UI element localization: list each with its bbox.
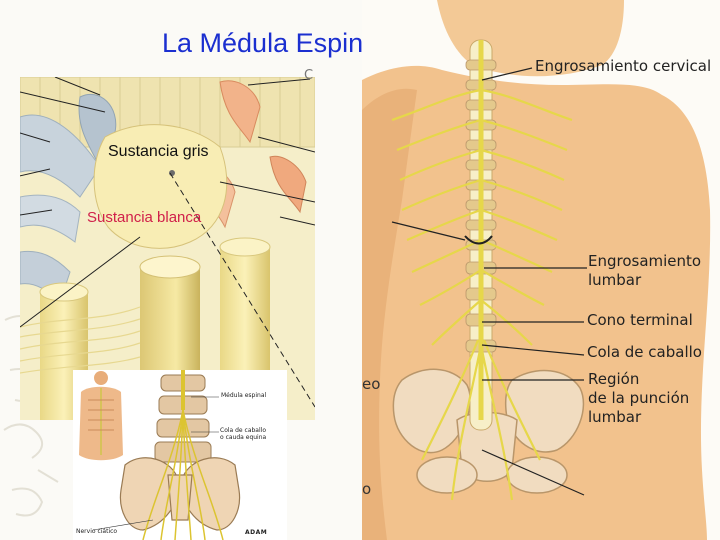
cropped-label-fragment: o (362, 480, 372, 498)
cervical-enlargement-label: Engrosamiento cervical (535, 57, 712, 75)
cauda-equina-label: Cola de caballo (587, 343, 702, 361)
lumbar-enlargement-label-line2: lumbar (588, 271, 642, 289)
back-anatomy-drawing (362, 0, 720, 540)
adam-logo: ADAM (245, 529, 268, 536)
lumbar-puncture-label: Región de la punción lumbar (588, 370, 689, 427)
cauda-equina-inset (73, 370, 287, 540)
lumbar-puncture-label-line1: Región (588, 370, 640, 388)
inset-cauda-equina-label-line1: Cola de caballo (220, 427, 266, 434)
lumbar-puncture-label-line2: de la punción (588, 389, 690, 407)
inset-spinal-cord-label: Médula espinal (221, 392, 267, 399)
inset-sciatic-nerve-label: Nervio ciático (76, 528, 118, 535)
cauda-equina-drawing (73, 370, 287, 540)
inset-cauda-equina-label: Cola de caballo o cauda equina (220, 427, 266, 441)
slide-title: La Médula Espinal (162, 28, 385, 58)
cropped-label-fragment: eo (362, 375, 381, 393)
white-matter-label: Sustancia blanca (87, 209, 202, 226)
cropped-label-fragment: C (304, 68, 314, 83)
cross-section-drawing (20, 77, 315, 420)
lumbar-enlargement-label: Engrosamiento lumbar (588, 252, 701, 290)
lumbar-puncture-label-line3: lumbar (588, 408, 642, 426)
inset-cauda-equina-label-line2: o cauda equina (220, 434, 267, 441)
lumbar-enlargement-label-line1: Engrosamiento (588, 252, 702, 270)
cross-section-illustration (20, 77, 315, 420)
gray-matter-label: Sustancia gris (108, 143, 209, 160)
conus-medullaris-label: Cono terminal (587, 311, 693, 329)
back-anatomy-illustration (362, 0, 720, 540)
